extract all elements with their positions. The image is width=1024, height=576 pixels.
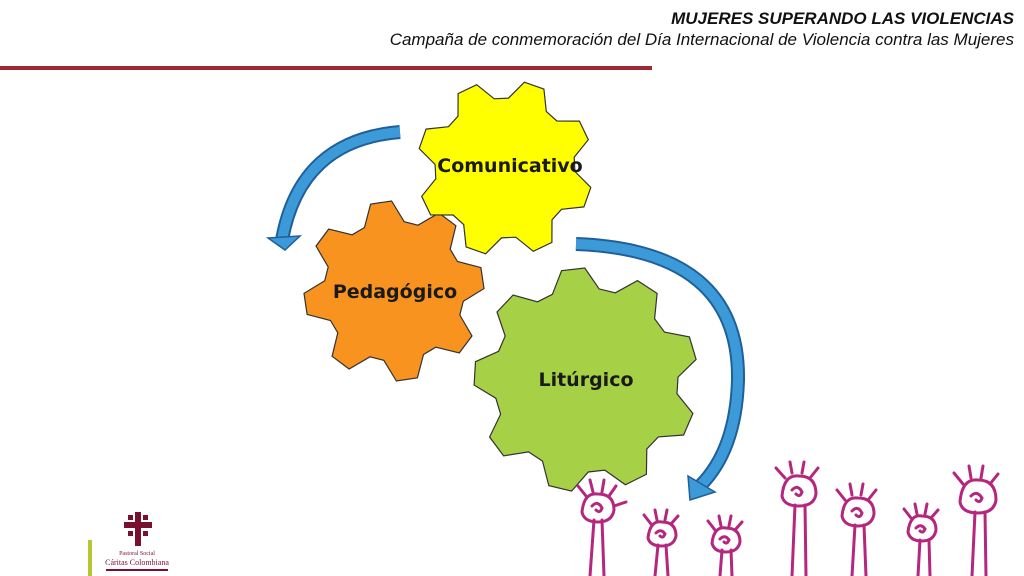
hand-icon — [774, 460, 820, 576]
caritas-logo: Pastoral Social Cáritas Colombiana — [88, 510, 178, 576]
gear-label-liturgico: Litúrgico — [538, 369, 633, 391]
cycle-arrow-right-head — [687, 474, 717, 502]
hand-icon — [835, 482, 878, 576]
cycle-arrow-top-head — [265, 235, 303, 251]
gear-liturgico — [473, 267, 697, 492]
header: MUJERES SUPERANDO LAS VIOLENCIAS Campaña… — [390, 9, 1014, 51]
gear-label-pedagogico: Pedagógico — [333, 281, 457, 303]
page-subtitle: Campaña de conmemoración del Día Interna… — [389, 30, 1014, 49]
hand-icon — [706, 514, 744, 576]
logo-accent-bar — [88, 540, 92, 576]
gear-pedagogico — [303, 200, 485, 382]
page-title: MUJERES SUPERANDO LAS VIOLENCIAS — [671, 9, 1014, 28]
hand-icon — [952, 464, 1000, 576]
logo-line2: Cáritas Colombiana — [105, 558, 169, 567]
hand-icon — [576, 478, 628, 576]
hand-icon — [902, 502, 940, 576]
header-rule — [0, 66, 652, 70]
raised-hands-illustration — [576, 460, 1000, 576]
cross-icon — [124, 512, 152, 546]
hand-icon — [642, 508, 680, 576]
logo-underline — [106, 569, 168, 571]
logo-line1: Pastoral Social — [119, 551, 155, 557]
gear-label-comunicativo: Comunicativo — [437, 155, 582, 177]
gear-comunicativo — [418, 81, 592, 255]
